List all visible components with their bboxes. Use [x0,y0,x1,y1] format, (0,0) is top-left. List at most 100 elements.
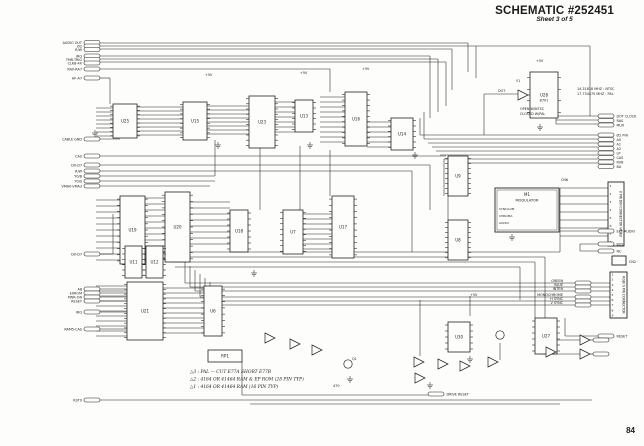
tag-shape [83,294,101,300]
ic-body [331,195,355,259]
ic-ref: U9 [455,174,461,179]
tag-shape [83,168,101,174]
tag-shape [83,162,101,168]
ic-u6 [201,285,225,337]
tag-irq [83,309,101,315]
ic-subref: 8701 [540,99,549,103]
connector-body [609,271,628,319]
tag-shape [597,150,615,156]
tag-shape [597,137,615,142]
tag-shape [83,326,101,332]
tag-label: R/W [75,169,82,173]
tag-a8 [83,286,101,292]
ic-body [182,101,208,141]
tag-ba [597,164,615,169]
ic-u7 [280,209,306,255]
connector-label: RGBI 9 PIN CONNECTOR [622,276,626,314]
tag-label: A0 [617,138,621,142]
opamp-symbol [437,358,449,370]
tag-shape [597,228,615,234]
tag-label: CLK8-4X [68,61,83,65]
ic-u20 [162,191,193,263]
connector-rgbi-9-pin-connector [609,271,628,319]
ic-u18 [227,209,251,253]
tag-shape [427,391,445,397]
annotation: INTEN [553,287,564,291]
tag-mux [597,122,615,128]
tag-shape [597,241,615,247]
tag-y0-s [83,178,101,184]
ic-body [248,95,276,149]
annotation: +5V [205,73,213,77]
tag-exrom [83,290,101,296]
annotation: H SYNC [550,297,563,301]
tag-label: BUS [617,242,624,246]
connector-label: 8 PIN DIN CONNECTOR VIDEO [619,191,623,238]
tag-bus [597,241,615,247]
ic-u30 [445,321,473,353]
ic-body [447,219,469,261]
pin-tag [592,337,610,343]
annotation: BLUE [554,283,563,287]
opamp-symbol [459,360,471,372]
tag-label: CABLE GND [62,137,82,141]
opamp-symbol [517,89,529,101]
tag-shape [574,294,592,300]
opamp-symbol [264,332,276,344]
tag-label: A2 [617,147,621,151]
tag-label: CAS [617,156,624,160]
tag-r-w [597,159,615,165]
annotation: CLOSED W/PAL [520,112,545,116]
note-2: △2 : 4164 OR 41464 RAM & EP ROM (28 PIN … [190,378,304,383]
opamp-symbol [579,348,591,360]
tag-shape [83,290,101,296]
tag-reset [597,333,615,339]
tag-shape [592,337,610,343]
tag-shape [592,351,610,357]
tag-label: MUX [617,123,625,127]
tag-shape [574,302,592,308]
ic-u13 [292,99,316,133]
page-subtitle: Sheet 3 of 5 [536,16,573,24]
ic-ref: U6 [210,309,216,314]
tag-ras [597,118,615,123]
ic-ref: U18 [235,229,243,234]
modulator-ref: M1 [524,192,530,197]
page-title: SCHEMATIC #252451 [495,5,614,17]
annotation: +5V [536,59,544,63]
pin-tag [574,302,592,308]
tag-y0-b [83,173,101,179]
tag-pwr-on [83,294,101,300]
ic-ref: U23 [258,120,266,125]
tag-label: Ø2 PHI [617,132,629,137]
connector-pin-number: 4 [612,288,614,292]
annotation: CN6 [561,178,568,182]
pin-tag [592,351,610,357]
tag-shape [597,141,615,147]
tag-shape [83,60,101,66]
tag-label: Y0/B [74,174,82,178]
connector-pin-number: 6 [610,224,612,228]
ic-u21 [124,281,166,341]
ic-ref: U16 [352,117,360,122]
tag-shape [83,183,101,189]
tag-label: HF-A7 [72,76,82,80]
tag-a0 [597,137,615,142]
tag-shape [83,178,101,184]
ic-ref: U13 [300,114,308,119]
connector-pin-number: 7 [612,303,614,307]
annotation: OPEN W/NTSC [520,107,545,111]
ic-body [294,99,314,133]
connector-pin-number: 8 [612,308,614,312]
tag-shape [83,309,101,315]
tag-label: A8 [78,287,82,291]
tag-nc [597,248,615,254]
tag-d0-d7 [83,162,101,168]
ic-body [390,117,414,151]
pin-tag [574,284,592,290]
connector-pin-number: 2 [610,192,612,196]
ic-ref: U14 [398,132,406,137]
tag-shape [597,164,615,169]
ic-u28 [527,71,561,119]
